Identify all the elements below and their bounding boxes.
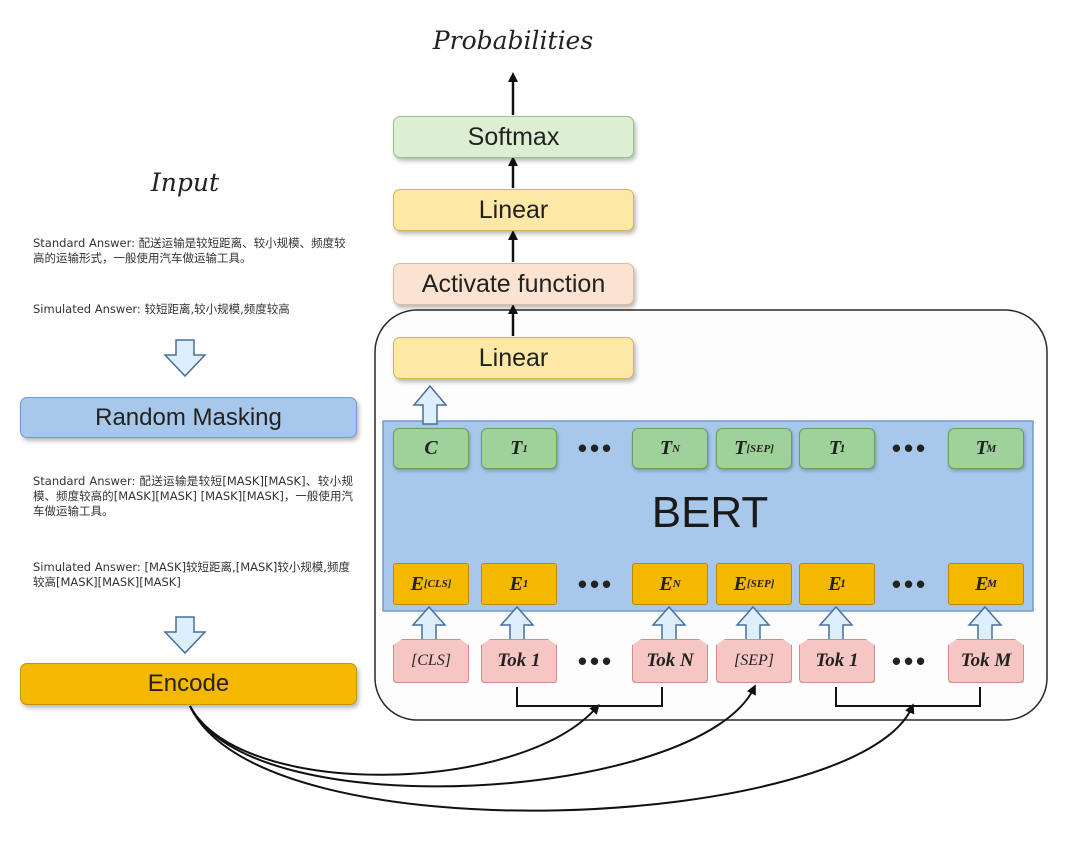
token-tok1-prime: Tok 1 (799, 639, 875, 683)
curve-encode-to-group-1 (189, 703, 600, 776)
output-tsep: T[SEP] (716, 428, 792, 469)
encode-step: Encode (20, 663, 357, 705)
masked-standard-answer-text: Standard Answer: 配送运输是较短[MASK][MASK]、较小规… (33, 474, 353, 518)
output-t1-prime-mark: ′ (841, 440, 845, 456)
output-tn-sub: N (672, 442, 681, 455)
embedding-en-main: E (659, 572, 673, 595)
token-sep: [SEP] (716, 639, 792, 683)
token-tok1: Tok 1 (481, 639, 557, 683)
hollow-arrow-to-masking (163, 339, 207, 378)
embedding-cls-main: E (410, 572, 424, 595)
curve-encode-to-sep (189, 684, 756, 788)
softmax-layer: Softmax (393, 116, 634, 158)
bert-label: BERT (651, 488, 769, 537)
embedding-e1-prime-sub: 1 (840, 578, 846, 590)
output-tn-main: T (659, 437, 673, 459)
output-t1-prime-main: T (828, 437, 842, 459)
token-tokm: Tok M (948, 639, 1024, 683)
embedding-em-prime: E′M (948, 563, 1024, 605)
embedding-em-prime-main: E (975, 572, 989, 595)
embedding-e1-main: E (509, 572, 523, 595)
embedding-em-prime-sub: M (987, 578, 997, 590)
output-tsep-sub: [SEP] (746, 442, 774, 455)
embedding-e1-prime-mark: ′ (841, 576, 846, 591)
random-masking-step: Random Masking (20, 397, 357, 438)
token-ellipsis-1: ••• (577, 645, 615, 676)
embedding-cls: E[CLS] (393, 563, 469, 605)
embedding-sep-main: E (733, 572, 747, 595)
embedding-ellipsis-1: ••• (577, 568, 615, 599)
output-tm-prime-sub: M (986, 442, 997, 455)
embedding-en-sub: N (672, 578, 681, 590)
simulated-answer-text: Simulated Answer: 较短距离,较小规模,频度较高 (33, 302, 290, 316)
output-t1-main: T (510, 437, 523, 459)
activate-function-layer: Activate function (393, 263, 634, 305)
output-t1-prime: T′1 (799, 428, 875, 469)
hollow-arrow-c-to-linear (412, 384, 448, 425)
embedding-e1-sub: 1 (522, 578, 529, 590)
output-ellipsis-1: ••• (577, 433, 615, 463)
embedding-ellipsis-2: ••• (891, 568, 929, 599)
masked-simulated-answer-text: Simulated Answer: [MASK]较短距离,[MASK]较小规模,… (33, 560, 350, 589)
output-tm-prime-mark: ′ (987, 440, 992, 456)
output-tsep-main: T (734, 437, 747, 459)
token-tokn: Tok N (632, 639, 708, 683)
linear-layer-bert: Linear (393, 337, 634, 379)
embedding-em-prime-mark: ′ (988, 576, 993, 591)
token-to-embedding-arrows (411, 605, 1003, 641)
input-heading: Input (150, 168, 220, 197)
embedding-e1-prime-main: E (828, 572, 842, 595)
curve-encode-to-group-2 (189, 703, 915, 812)
embedding-cls-sub: [CLS] (423, 578, 452, 590)
linear-layer-top: Linear (393, 189, 634, 231)
embedding-sep-sub: [SEP] (746, 578, 775, 590)
output-tm-prime: T′M (948, 428, 1024, 469)
output-ellipsis-2: ••• (891, 433, 929, 463)
token-ellipsis-2: ••• (891, 645, 929, 676)
hollow-arrow-to-encode (163, 616, 207, 655)
output-t1-sub: 1 (522, 442, 528, 455)
output-c-main: C (424, 437, 438, 459)
probabilities-label: Probabilities (432, 26, 594, 55)
token-cls: [CLS] (393, 639, 469, 683)
standard-answer-text: Standard Answer: 配送运输是较短距离、较小规模、频度较高的运输形… (33, 236, 346, 265)
output-tm-prime-main: T (975, 437, 988, 459)
output-t1-prime-sub: 1 (839, 442, 846, 455)
output-c: C (393, 428, 469, 469)
embedding-sep: E[SEP] (716, 563, 792, 605)
embedding-e1-prime: E′1 (799, 563, 875, 605)
